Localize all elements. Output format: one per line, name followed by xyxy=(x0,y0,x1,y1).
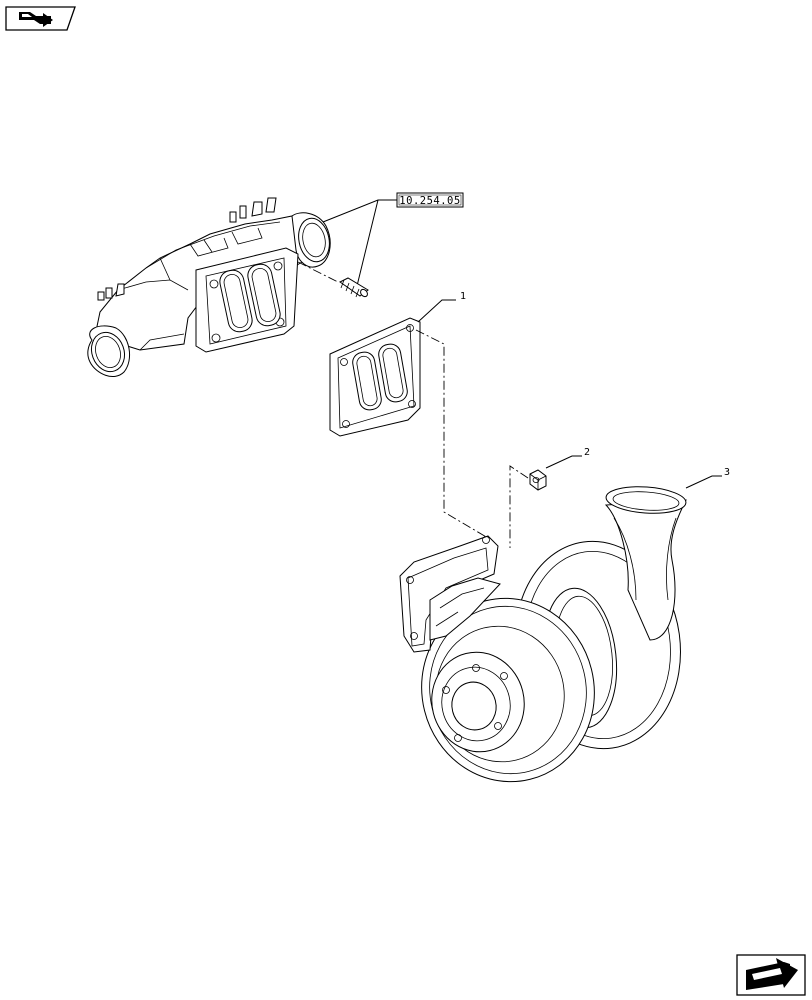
callout-2[interactable]: 2 xyxy=(545,447,590,469)
reference-box[interactable]: 10.254.05 xyxy=(396,192,464,208)
turbocharger xyxy=(399,486,687,783)
callout-1-label: 1 xyxy=(460,291,466,302)
next-page-icon[interactable] xyxy=(736,954,806,996)
gasket xyxy=(329,317,421,437)
exhaust-manifold xyxy=(87,197,331,377)
callout-2-label: 2 xyxy=(584,447,590,458)
callout-1[interactable]: 1 xyxy=(417,291,466,323)
callout-3[interactable]: 3 xyxy=(685,467,730,489)
assembly-line-stud xyxy=(297,261,339,283)
previous-page-icon[interactable] xyxy=(5,6,76,31)
nut xyxy=(529,469,547,491)
callout-3-label: 3 xyxy=(724,467,730,478)
stud xyxy=(339,277,369,298)
assembly-line-nut xyxy=(509,465,529,548)
reference-text: 10.254.05 xyxy=(399,195,460,207)
assembly-line-gasket xyxy=(415,329,489,539)
reference-leader xyxy=(317,199,397,291)
